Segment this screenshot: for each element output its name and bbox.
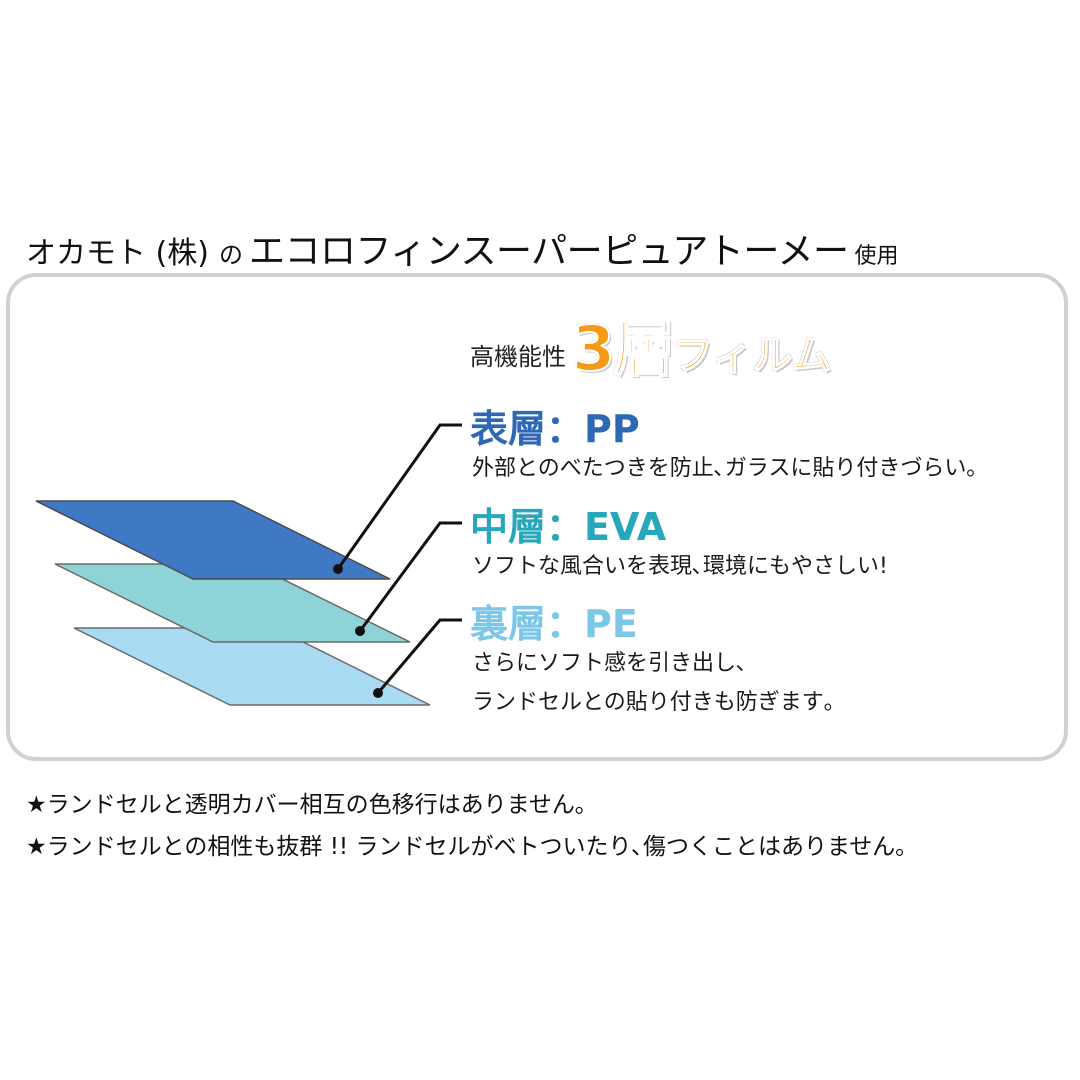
note-item: ★ランドセルとの相性も抜群 !! ランドセルがベトついたり､傷つくことはありませ… <box>26 834 907 860</box>
layer-name-bottom: 裏層：PE <box>470 602 638 646</box>
leader-line-bottom <box>376 618 462 694</box>
leader-line-top <box>336 423 462 570</box>
layer-desc-middle: ソフトな風合いを表現､環境にもやさしい! <box>472 554 888 579</box>
leader-dot-top <box>333 564 343 574</box>
panel-title: 高機能性 3層 フィルム <box>470 312 832 385</box>
title-film: フィルム <box>672 333 832 379</box>
title-prefix: 高機能性 <box>470 343 566 371</box>
leader-dot-middle <box>355 626 365 636</box>
layer-name-top: 表層：PP <box>470 407 640 451</box>
layer-desc-bottom-line2: ランドセルとの貼り付きも防ぎます｡ <box>472 690 835 715</box>
header-particle: の <box>218 241 243 269</box>
leader-dot-bottom <box>373 688 383 698</box>
layer-sheet-top <box>35 500 391 580</box>
notes: ★ランドセルと透明カバー相互の色移行はありません｡ ★ランドセルとの相性も抜群 … <box>26 784 907 868</box>
layer-desc-top: 外部とのべたつきを防止､ガラスに貼り付きづらい｡ <box>472 456 978 481</box>
product-name: エコロフィンスーパーピュアトーメー <box>248 231 849 272</box>
title-three-layer: 3層 <box>571 312 676 385</box>
note-item: ★ランドセルと透明カバー相互の色移行はありません｡ <box>26 792 587 818</box>
layer-desc-bottom-line1: さらにソフト感を引き出し､ <box>472 651 748 676</box>
header-line: オカモト (株) の エコロフィンスーパーピュアトーメー 使用 <box>26 222 899 274</box>
maker-name: オカモト (株) <box>26 236 209 271</box>
leader-line-middle <box>358 521 462 632</box>
layer-name-middle: 中層：EVA <box>470 505 667 549</box>
header-use-label: 使用 <box>854 244 899 269</box>
